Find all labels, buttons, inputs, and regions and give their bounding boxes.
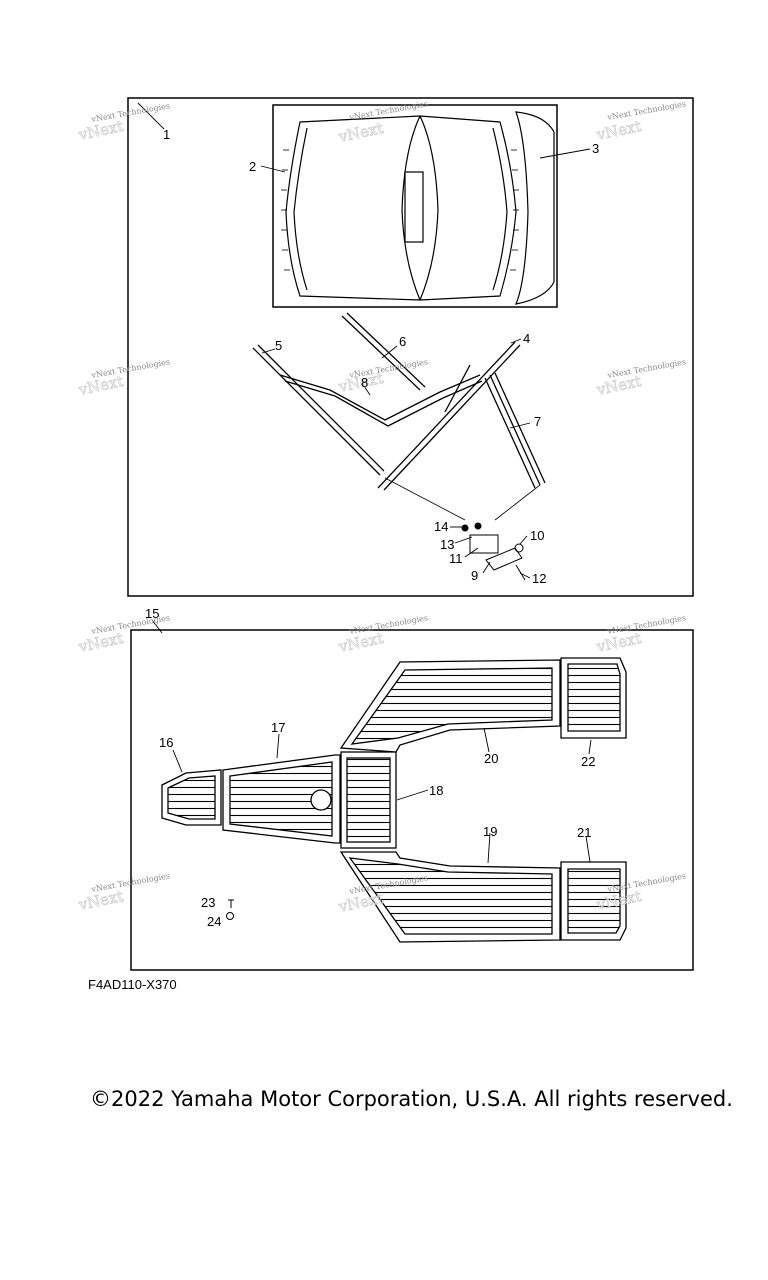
callout-24: 24: [207, 914, 221, 929]
mat-21: [560, 861, 627, 941]
svg-text:vNext: vNext: [336, 119, 385, 146]
callout-3: 3: [592, 141, 599, 156]
callout-14: 14: [434, 519, 448, 534]
watermark-text: vNext Technologies: [348, 99, 429, 122]
mat-22: [560, 657, 627, 739]
callout-numbers: 1 2 3 4 5 6 7 8 9 10 11 12 13 14 15 16 1…: [145, 127, 599, 929]
boot-cover-part: [515, 111, 555, 305]
callout-7: 7: [534, 414, 541, 429]
callout-20: 20: [484, 751, 498, 766]
mat-20: [339, 659, 561, 753]
callout-21: 21: [577, 825, 591, 840]
callout-6: 6: [399, 334, 406, 349]
callout-10: 10: [530, 528, 544, 543]
watermark-text: vNext Technologies: [606, 357, 687, 380]
hardware-part: [461, 522, 526, 581]
callout-9: 9: [471, 568, 478, 583]
watermark-text: vNext Technologies: [348, 613, 429, 636]
bimini-canvas-part: [281, 115, 519, 301]
watermark-text: vNext Technologies: [606, 99, 687, 122]
leader-lines: [137, 102, 592, 864]
callout-1: 1: [163, 127, 170, 142]
callout-16: 16: [159, 735, 173, 750]
watermark-text: vNext Technologies: [348, 357, 429, 380]
mat-16: [161, 769, 222, 826]
callout-23: 23: [201, 895, 215, 910]
callout-22: 22: [581, 754, 595, 769]
bottom-panel-frame: [130, 629, 694, 971]
callout-11: 11: [449, 551, 463, 566]
callout-12: 12: [532, 571, 546, 586]
callout-5: 5: [275, 338, 282, 353]
mat-19: [339, 851, 561, 943]
small-parts-23-24: [226, 899, 234, 920]
callout-15: 15: [145, 606, 159, 621]
callout-2: 2: [249, 159, 256, 174]
watermark-text: vNext Technologies: [90, 357, 171, 380]
callout-4: 4: [523, 331, 530, 346]
callout-19: 19: [483, 824, 497, 839]
callout-8: 8: [361, 375, 368, 390]
watermark-text: vNext Technologies: [606, 613, 687, 636]
bimini-frame-part: [252, 312, 546, 521]
svg-text:vNext: vNext: [594, 117, 643, 144]
callout-17: 17: [271, 720, 285, 735]
callout-13: 13: [440, 537, 454, 552]
figure-code: F4AD110-X370: [88, 977, 177, 992]
watermark-text: vNext Technologies: [90, 101, 171, 124]
mat-17: [222, 754, 341, 844]
callout-18: 18: [429, 783, 443, 798]
canvas-inset-frame: [272, 104, 558, 308]
watermark-text: vNext Technologies: [90, 871, 171, 894]
top-panel-frame: [127, 97, 694, 597]
copyright-notice: ©2022 Yamaha Motor Corporation, U.S.A. A…: [90, 1087, 733, 1111]
mat-18: [340, 751, 397, 849]
